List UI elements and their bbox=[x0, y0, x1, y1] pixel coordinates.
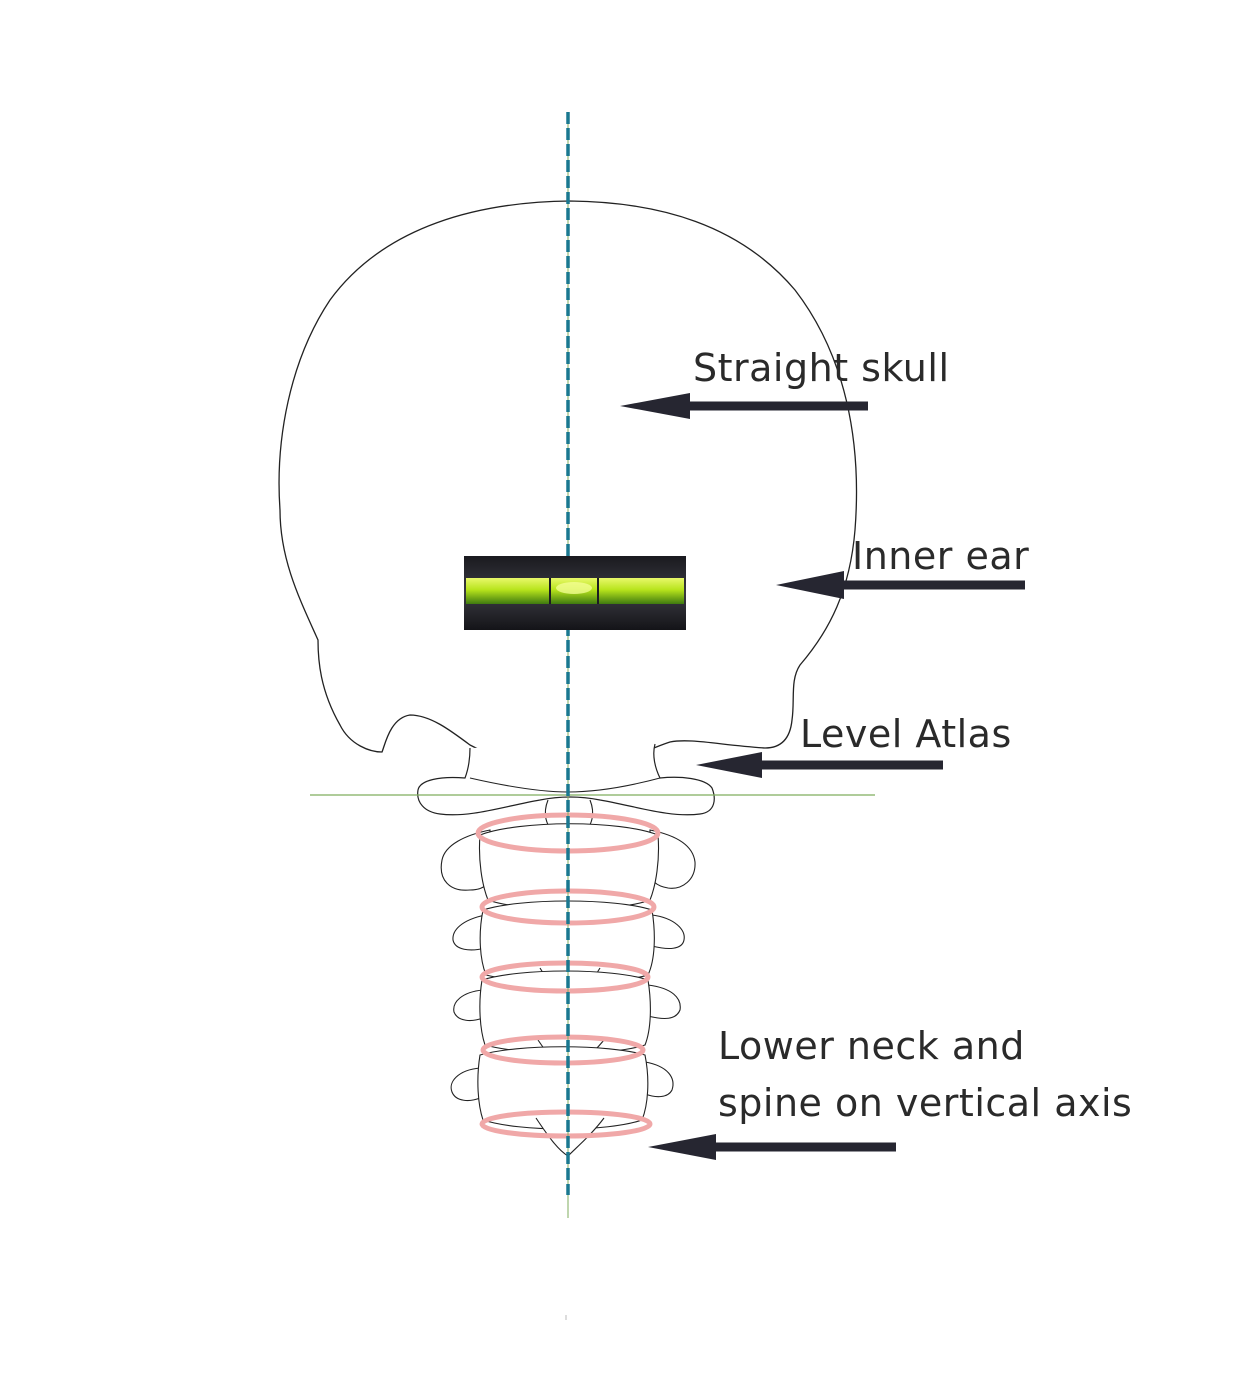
disc-5 bbox=[479, 1109, 653, 1139]
label-lower-neck: Lower neck and spine on vertical axis bbox=[718, 1018, 1132, 1132]
label-lower-neck-line1: Lower neck and bbox=[718, 1024, 1025, 1068]
spirit-level-icon bbox=[464, 556, 686, 630]
label-straight-skull: Straight skull bbox=[693, 346, 950, 390]
arrow-straight-skull bbox=[620, 393, 868, 419]
arrow-level-atlas bbox=[696, 752, 943, 778]
vertebra-4 bbox=[450, 1046, 674, 1157]
label-level-atlas: Level Atlas bbox=[800, 712, 1012, 756]
disc-3 bbox=[479, 960, 651, 994]
disc-4 bbox=[480, 1034, 646, 1066]
arrow-inner-ear bbox=[776, 571, 1025, 599]
arrow-lower-neck bbox=[648, 1134, 896, 1160]
atlas-vertebra bbox=[417, 743, 715, 816]
label-lower-neck-line2: spine on vertical axis bbox=[718, 1081, 1133, 1125]
label-inner-ear: Inner ear bbox=[852, 534, 1030, 578]
